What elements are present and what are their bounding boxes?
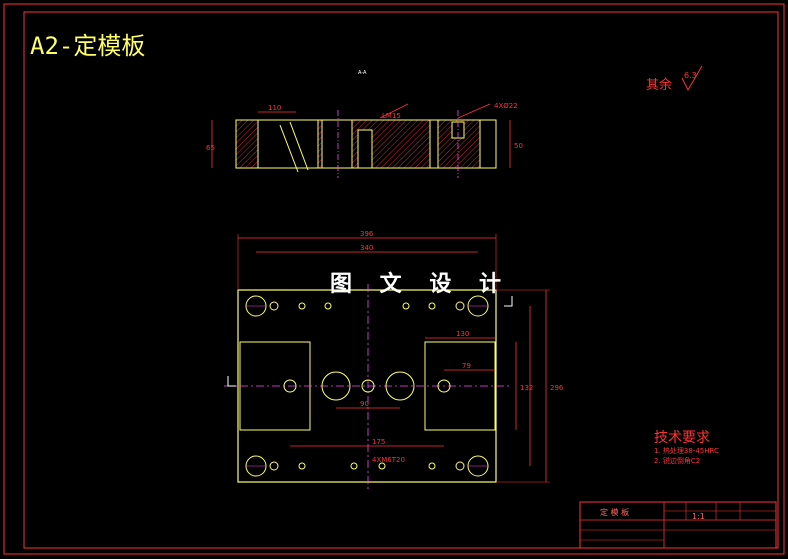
dim-side-a: 79	[462, 362, 471, 370]
dim-thickness: 65	[206, 144, 215, 152]
plan-screw-b2	[298, 462, 306, 470]
drawing-title: A2-定模板	[30, 32, 146, 60]
dim-pocket-width: 130	[456, 330, 469, 338]
dim-lower: 175	[372, 438, 385, 446]
title-block-frame	[579, 501, 777, 549]
plan-screw-bl	[269, 461, 279, 471]
dim-hole-spacing: 340	[360, 244, 373, 252]
plan-pocket-right	[424, 341, 496, 431]
dim-right-height: 50	[514, 142, 523, 150]
section-marker-right	[504, 296, 513, 307]
section-leader-2	[457, 103, 491, 119]
plan-screw-t2	[298, 302, 306, 310]
section-view	[211, 103, 511, 178]
section-cut-2	[321, 119, 353, 169]
roughness-symbol-icon	[681, 65, 703, 92]
outer-frame	[3, 3, 785, 555]
plan-hole-center	[361, 379, 375, 393]
plan-screw-tl	[269, 301, 279, 311]
title-block-part-name: 定 模 板	[600, 508, 630, 517]
plan-screw-br	[455, 461, 465, 471]
title-block-scale: 1:1	[692, 512, 705, 521]
watermark-text: 图 文 设 计	[330, 272, 511, 297]
dim-v1: 132	[520, 384, 533, 392]
section-cut-3	[357, 129, 373, 169]
roughness-value: 6.3	[684, 71, 697, 80]
plan-view	[224, 234, 550, 492]
inner-frame	[23, 11, 779, 549]
plan-hole-small-left	[283, 379, 297, 393]
roughness-label: 其余	[646, 78, 673, 93]
plan-screw-tr	[455, 301, 465, 311]
section-angled-pin-2	[289, 121, 309, 171]
plan-screw-b4	[378, 462, 386, 470]
section-marker-left	[227, 376, 236, 387]
dim-center-spacing: 90	[360, 400, 369, 408]
section-leader-1	[379, 103, 409, 119]
tech-requirement-item-1: 1. 热处理38-45HRC	[654, 447, 719, 455]
dim-hole-note: 4XM6T20	[372, 456, 405, 464]
dim-top-width: 110	[268, 104, 281, 112]
plan-screw-t5	[428, 302, 436, 310]
tech-requirement-item-2: 2. 锐边倒角C2	[654, 457, 701, 465]
section-cut-4	[429, 119, 439, 169]
dim-depth-note: LM15	[382, 112, 401, 120]
plan-screw-b3	[350, 462, 358, 470]
tech-requirements-title: 技术要求	[654, 430, 710, 446]
section-cut-6	[479, 119, 497, 169]
dim-v2: 296	[550, 384, 564, 392]
dim-overall-width: 396	[360, 230, 374, 238]
plan-hole-small-right	[437, 379, 451, 393]
section-angled-pin	[279, 124, 299, 173]
plan-hole-main-left	[321, 371, 351, 401]
plan-screw-b5	[428, 462, 436, 470]
plan-screw-t4	[402, 302, 410, 310]
section-cut-1	[257, 119, 319, 169]
dim-thread-note: 4XØ22	[494, 102, 518, 110]
section-mark-label: A-A	[358, 70, 367, 76]
plan-hole-main-right	[385, 371, 415, 401]
plan-screw-t3	[324, 302, 332, 310]
title-block	[579, 501, 777, 549]
